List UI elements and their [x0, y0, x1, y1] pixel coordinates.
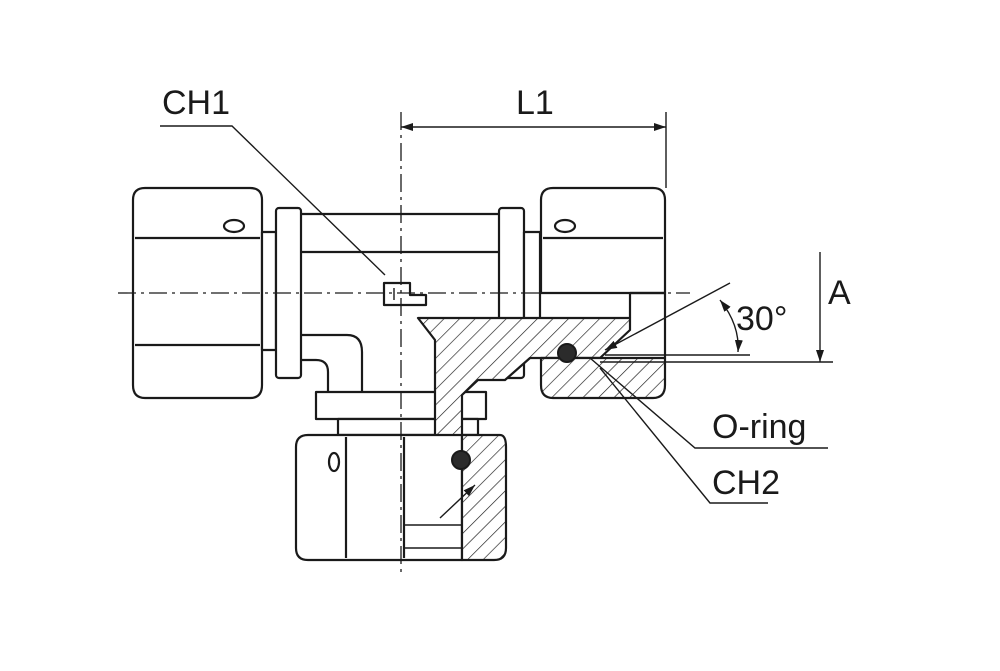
- ch1-label: CH1: [162, 84, 230, 122]
- angle-30-indicator: [604, 282, 750, 356]
- l1-label: L1: [516, 84, 554, 122]
- right-nut-section: [539, 356, 667, 400]
- right-hex-nut: [539, 186, 667, 295]
- dimension-a: [600, 252, 833, 363]
- bottom-hex-nut: [294, 433, 508, 562]
- center-lines: [118, 112, 690, 572]
- o-ring-seals: [451, 343, 577, 470]
- a-label: A: [828, 274, 851, 312]
- angle-label: 30°: [736, 300, 787, 338]
- dimension-l1: [401, 112, 667, 188]
- ch1-key-symbol: [382, 281, 428, 307]
- leader-lines: [160, 125, 828, 519]
- oring-label: O-ring: [712, 408, 806, 446]
- ch2-label: CH2: [712, 464, 780, 502]
